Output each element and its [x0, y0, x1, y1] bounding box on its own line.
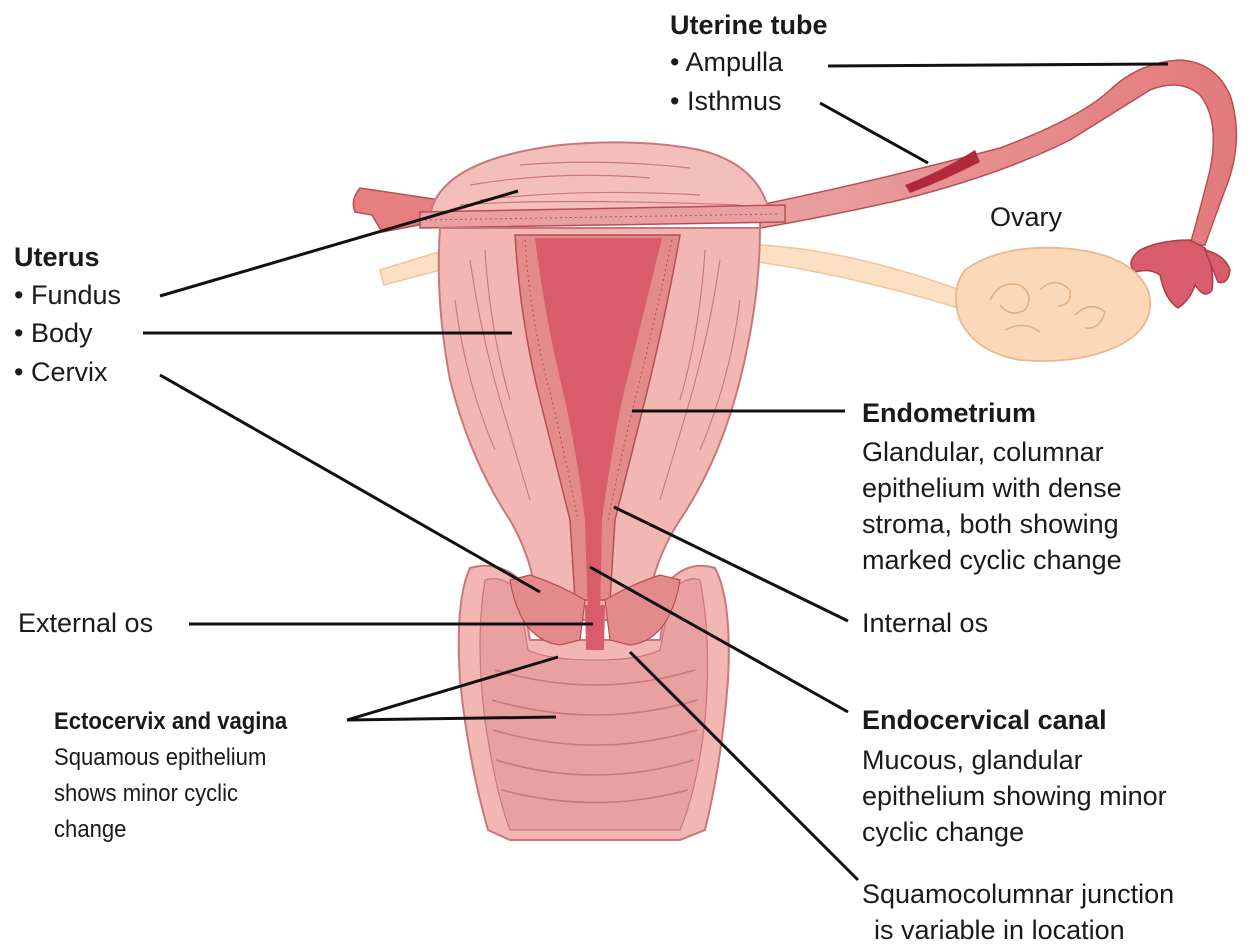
- ampulla-label: • Ampulla: [670, 45, 783, 80]
- squamocolumnar-junction-label: Squamocolumnar junction is variable in l…: [862, 876, 1174, 948]
- endocervical-canal-description: Mucous, glandular epithelium showing min…: [862, 742, 1167, 850]
- ectocervix-line: Squamous epithelium: [54, 740, 266, 776]
- endocervical-line: cyclic change: [862, 814, 1167, 850]
- endometrium-heading: Endometrium: [862, 396, 1036, 431]
- body-label: • Body: [14, 316, 93, 351]
- ovarian-ligament: [758, 245, 960, 308]
- ectocervix-line: shows minor cyclic: [54, 776, 266, 812]
- squamocolumnar-line: Squamocolumnar junction: [862, 876, 1174, 912]
- leader-ampulla: [828, 64, 1168, 66]
- ectocervix-line: change: [54, 812, 266, 848]
- endocervical-line: Mucous, glandular: [862, 742, 1167, 778]
- ovary-label: Ovary: [990, 200, 1062, 235]
- isthmus-label: • Isthmus: [670, 84, 781, 119]
- internal-os-label: Internal os: [862, 606, 988, 641]
- endocervical-canal-heading: Endocervical canal: [862, 703, 1107, 738]
- ectocervix-heading: Ectocervix and vagina: [54, 704, 287, 739]
- uterine-tube-heading: Uterine tube: [670, 8, 828, 43]
- endometrium-line: epithelium with dense: [862, 470, 1122, 506]
- fundus-label: • Fundus: [14, 278, 121, 313]
- endometrium-line: stroma, both showing: [862, 506, 1122, 542]
- external-os-opening: [585, 605, 605, 650]
- endometrium-line: marked cyclic change: [862, 542, 1122, 578]
- uterus-heading: Uterus: [14, 240, 100, 275]
- endocervical-line: epithelium showing minor: [862, 778, 1167, 814]
- external-os-label: External os: [18, 606, 153, 641]
- squamocolumnar-line: is variable in location: [862, 912, 1174, 948]
- ovary: [956, 248, 1150, 361]
- endometrium-description: Glandular, columnar epithelium with dens…: [862, 434, 1122, 578]
- leader-isthmus: [820, 103, 928, 163]
- ectocervix-description: Squamous epithelium shows minor cyclic c…: [54, 740, 266, 848]
- endometrium-line: Glandular, columnar: [862, 434, 1122, 470]
- cervix-label: • Cervix: [14, 355, 107, 390]
